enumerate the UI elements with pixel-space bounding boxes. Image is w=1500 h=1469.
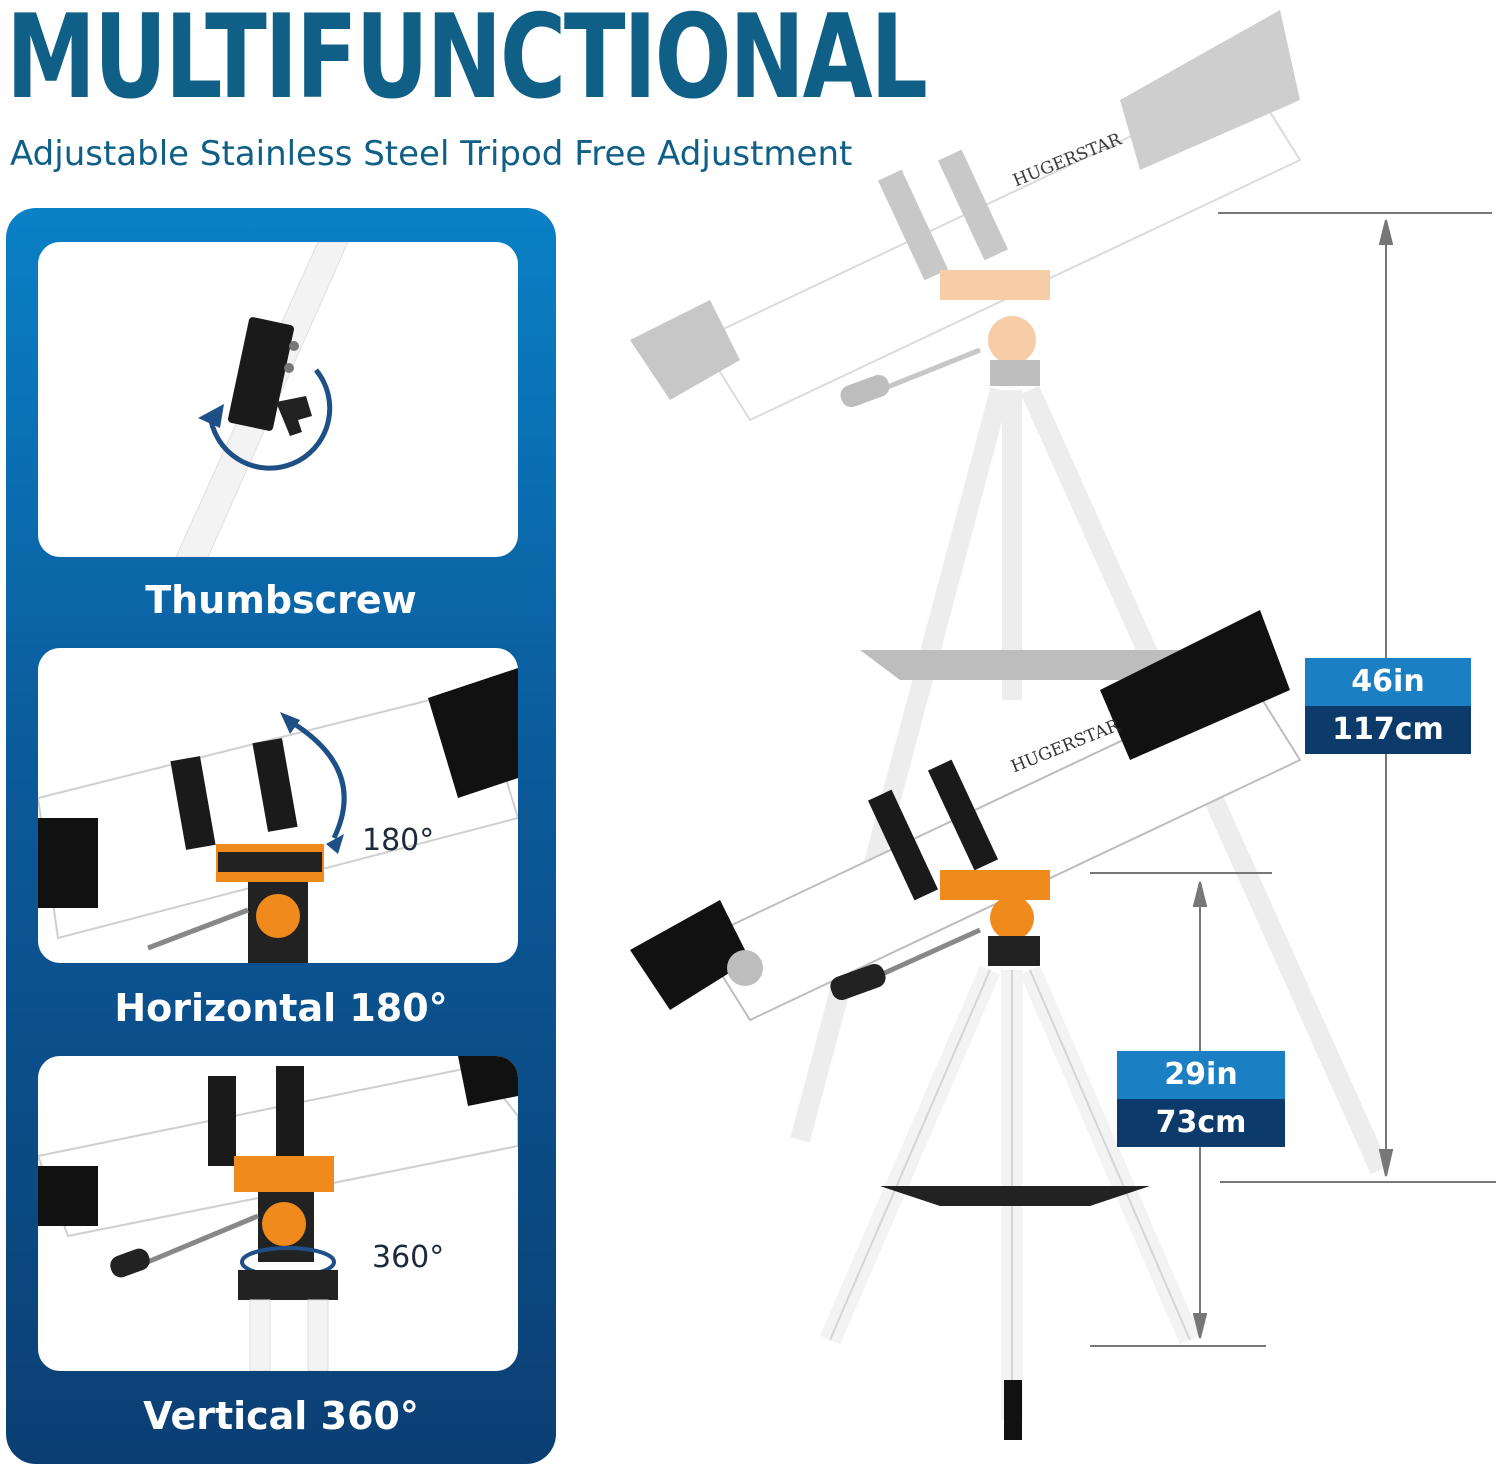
- thumbscrew-label: Thumbscrew: [145, 578, 417, 622]
- headline: MULTIFUNCTIONAL: [6, 0, 928, 125]
- vertical-label: Vertical 360°: [143, 1394, 419, 1438]
- min-height-inches: 29in: [1117, 1051, 1285, 1099]
- compact-telescope: [630, 610, 1302, 1440]
- horizontal-card: [38, 648, 518, 963]
- horizontal-angle: 180°: [362, 823, 435, 858]
- vertical-illustration: [38, 1056, 518, 1371]
- max-height-cm: 117cm: [1305, 706, 1471, 754]
- thumbscrew-illustration: [175, 242, 349, 557]
- min-height-badge: 29in 73cm: [1117, 1051, 1285, 1147]
- max-height-inches: 46in: [1305, 658, 1471, 706]
- vertical-card: [38, 1056, 518, 1371]
- thumbscrew-card: [38, 242, 518, 557]
- min-height-cm: 73cm: [1117, 1099, 1285, 1147]
- telescope-scene: [630, 10, 1496, 1440]
- horizontal-illustration: [38, 668, 518, 963]
- vertical-angle: 360°: [372, 1240, 445, 1275]
- max-height-badge: 46in 117cm: [1305, 658, 1471, 754]
- horizontal-label: Horizontal 180°: [114, 986, 448, 1030]
- extended-telescope: [630, 10, 1390, 1175]
- subheadline: Adjustable Stainless Steel Tripod Free A…: [10, 134, 853, 174]
